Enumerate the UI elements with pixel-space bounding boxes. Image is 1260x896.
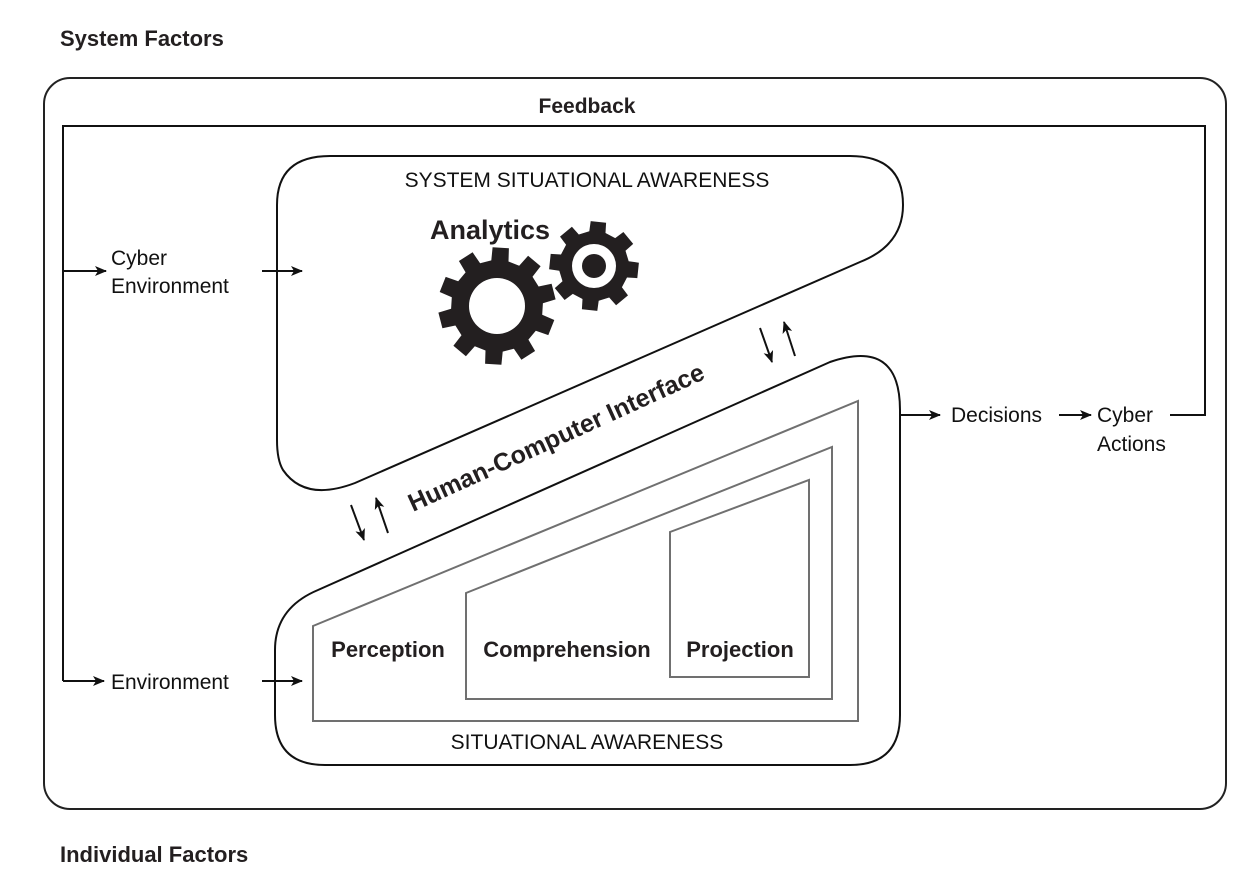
large-gear-icon [438, 247, 556, 365]
perception-box [312, 399, 859, 722]
system-sa-title: SYSTEM SITUATIONAL AWARENESS [405, 169, 770, 192]
comprehension-label: Comprehension [483, 637, 650, 662]
gear-hub [582, 254, 606, 278]
system-sa-shape [276, 155, 905, 492]
feedback-label: Feedback [539, 95, 636, 118]
system-factors-title: System Factors [60, 26, 224, 51]
sa-title: SITUATIONAL AWARENESS [451, 731, 724, 754]
gear-hole [469, 278, 525, 334]
comprehension-box [465, 445, 833, 700]
cyber-actions-label: Cyber Actions [1097, 404, 1166, 456]
gears-icon [438, 221, 639, 365]
projection-box [669, 478, 810, 678]
hci-arrows-upper [759, 321, 796, 363]
decisions-label: Decisions [951, 404, 1042, 427]
perception-label: Perception [331, 637, 445, 662]
projection-label: Projection [686, 637, 794, 662]
small-gear-icon [549, 221, 639, 311]
cyber-environment-label: Cyber Environment [111, 247, 229, 298]
hci-label: Human-Computer Interface [404, 358, 709, 517]
individual-factors-title: Individual Factors [60, 842, 248, 867]
feedback-loop-line [62, 125, 1206, 681]
analytics-label: Analytics [430, 215, 550, 245]
hci-arrows-lower [350, 497, 389, 541]
outer-frame [43, 77, 1227, 810]
environment-label: Environment [111, 671, 229, 694]
sa-shape [274, 355, 901, 766]
